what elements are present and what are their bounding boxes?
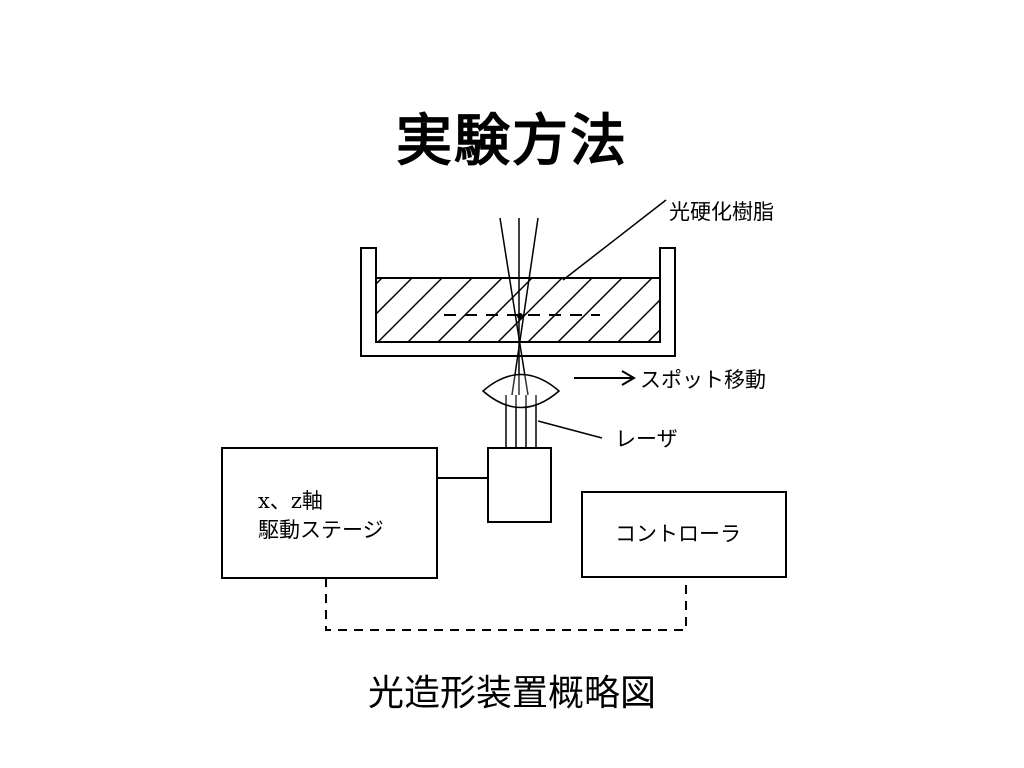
spot-move-label: スポット移動 <box>640 368 766 392</box>
slide-title: 実験方法 <box>396 109 628 174</box>
controller-label: コントローラ <box>615 522 741 546</box>
laser-label: レーザ <box>615 427 678 451</box>
diagram-caption: 光造形装置概略図 <box>367 673 656 714</box>
vat-container <box>360 247 676 357</box>
resin-vat <box>360 247 676 357</box>
stage-label-axes: x、z軸 <box>258 489 323 513</box>
control-connection <box>325 577 687 631</box>
stage-box <box>221 447 438 579</box>
resin-leader <box>562 199 667 281</box>
laser-leader <box>537 420 603 439</box>
resin-label: 光硬化樹脂 <box>669 200 774 224</box>
stage-label-name: 駆動ステージ <box>258 518 384 542</box>
laser-beam <box>499 217 539 448</box>
controller-box <box>581 491 787 578</box>
laser-source-box <box>487 447 552 523</box>
focal-spot <box>517 313 523 319</box>
lens <box>481 373 561 409</box>
spot-move-arrow <box>574 370 636 386</box>
